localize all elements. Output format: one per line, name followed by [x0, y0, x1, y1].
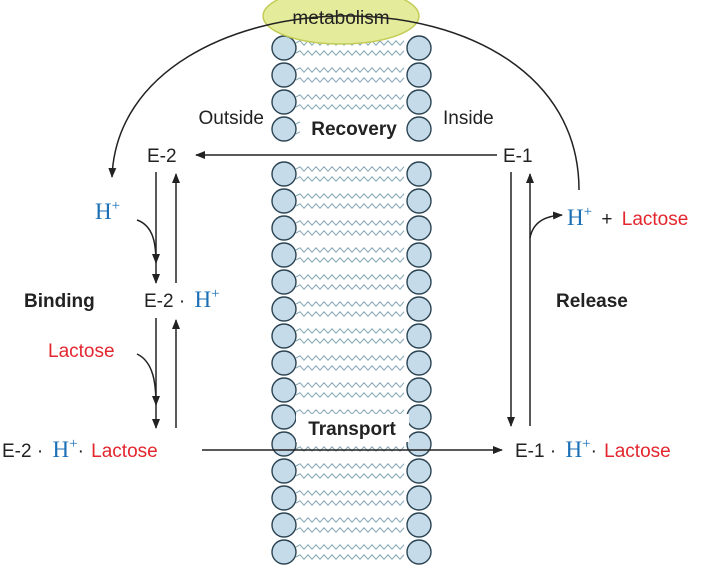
transport-label-backdrop	[296, 414, 409, 442]
lipid-tail	[295, 256, 405, 264]
lipid-head	[271, 350, 297, 376]
state-e1-h-lactose: E-1 · H+· Lactose	[515, 436, 671, 462]
lipid-tail	[295, 175, 405, 183]
lipid-head	[406, 404, 432, 430]
lipid-head	[406, 458, 432, 484]
lipid-head	[406, 35, 432, 61]
lipid-head	[271, 188, 297, 214]
lipid-tail	[295, 219, 405, 227]
lipid-head	[406, 350, 432, 376]
lipid-head	[406, 377, 432, 403]
lipid-head	[271, 269, 297, 295]
state-e2-h-lactose: E-2 · H+· Lactose	[2, 436, 158, 462]
lipid-tail	[295, 283, 405, 291]
lipid-tail	[295, 391, 405, 399]
lipid-head	[271, 35, 297, 61]
lipid-head	[406, 215, 432, 241]
metabolism-oval	[262, 0, 420, 45]
lipid-head	[271, 215, 297, 241]
lipid-tail	[295, 192, 405, 200]
lipid-head	[271, 296, 297, 322]
lipid-head	[406, 431, 432, 457]
lipid-head	[271, 323, 297, 349]
lipid-head	[406, 323, 432, 349]
proton-entry-arrow	[136, 219, 160, 264]
outside-label: Outside	[199, 108, 264, 129]
lipid-tail	[295, 354, 405, 362]
lipid-tail	[295, 246, 405, 254]
lipid-tail	[295, 337, 405, 345]
proton-outside: H+	[95, 198, 120, 224]
lipid-head	[406, 89, 432, 115]
lipid-head	[271, 161, 297, 187]
lactose-outside: Lactose	[48, 341, 115, 362]
lipid-head	[406, 485, 432, 511]
recovery-label-backdrop	[300, 114, 404, 142]
lipid-tail	[295, 408, 405, 416]
lipid-head	[406, 188, 432, 214]
state-e2: E-2	[147, 146, 177, 167]
inside-label: Inside	[443, 108, 494, 129]
binding-label: Binding	[24, 291, 95, 312]
lipid-tail	[295, 364, 405, 372]
lipid-head	[271, 89, 297, 115]
transport-label: Transport	[308, 419, 396, 440]
lipid-tail	[295, 273, 405, 281]
lipid-tail	[295, 516, 405, 524]
lipid-head	[271, 377, 297, 403]
lipid-head	[406, 62, 432, 88]
lipid-tail	[295, 93, 405, 101]
lipid-tail	[295, 526, 405, 534]
lipid-head	[271, 116, 297, 142]
release-label: Release	[556, 291, 628, 312]
lipid-tail	[295, 499, 405, 507]
lipid-head	[406, 269, 432, 295]
lipid-head	[271, 539, 297, 565]
lactose-entry-arrow	[136, 353, 160, 406]
lipid-tail	[295, 327, 405, 335]
lipid-tail	[295, 49, 405, 57]
lipid-tail	[295, 445, 405, 453]
lipid-head	[271, 512, 297, 538]
lipid-tail	[295, 76, 405, 84]
lipid-tails	[295, 39, 405, 561]
lipid-tail	[295, 202, 405, 210]
lipid-tail	[295, 229, 405, 237]
release-exit-arrow	[529, 211, 563, 239]
lipid-head	[406, 512, 432, 538]
state-e1: E-1	[503, 146, 533, 167]
lipid-head	[271, 62, 297, 88]
lipid-tail	[295, 462, 405, 470]
lipid-head	[406, 242, 432, 268]
lipid-head	[406, 161, 432, 187]
lipid-tail	[295, 553, 405, 561]
lipid-tail	[295, 310, 405, 318]
released-proton-lactose: H+ + Lactose	[567, 200, 688, 230]
lipid-head	[271, 485, 297, 511]
metabolism-label: metabolism	[292, 8, 389, 29]
state-e2-h: E-2 · H+	[144, 286, 220, 312]
lipid-tail	[295, 543, 405, 551]
lipid-tail	[295, 489, 405, 497]
lipid-head	[271, 404, 297, 430]
lipid-head	[406, 296, 432, 322]
lipid-tail	[295, 381, 405, 389]
lipid-tail	[295, 165, 405, 173]
lipid-head	[406, 539, 432, 565]
lipid-tail	[295, 300, 405, 308]
lipid-head	[271, 458, 297, 484]
recovery-energy-arc	[108, 15, 580, 191]
lipid-tail	[295, 472, 405, 480]
lipid-head	[406, 116, 432, 142]
lipid-tail	[295, 103, 405, 111]
lipid-head	[271, 242, 297, 268]
lipid-head	[271, 431, 297, 457]
lipid-tail	[295, 66, 405, 74]
recovery-label: Recovery	[311, 119, 397, 140]
